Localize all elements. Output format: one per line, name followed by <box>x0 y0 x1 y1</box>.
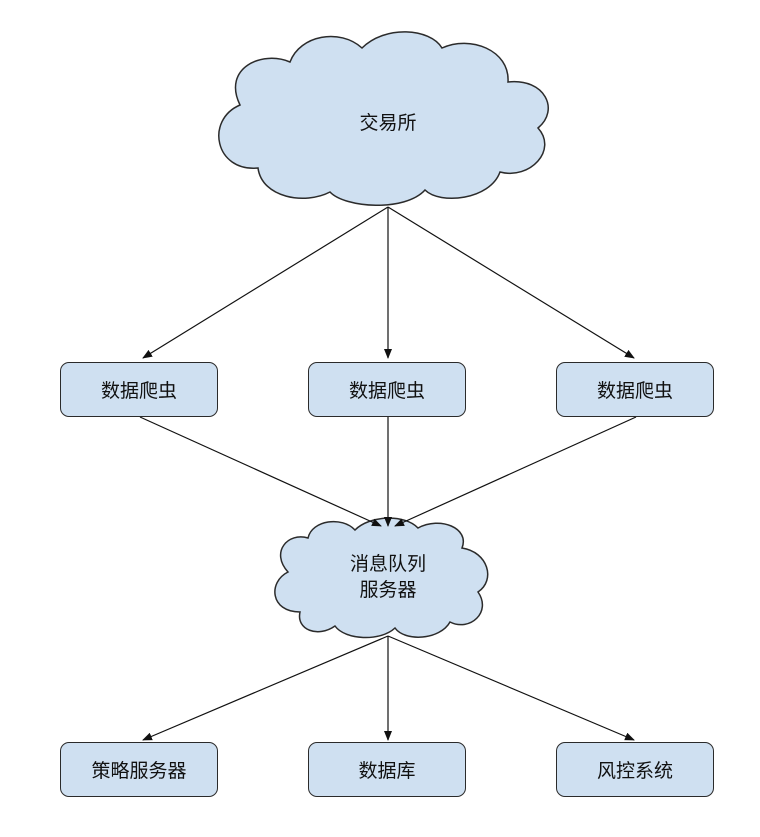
mq-label: 消息队列 服务器 <box>318 551 458 603</box>
crawler-node-1: 数据爬虫 <box>60 362 218 417</box>
edge-exchange-to-crawler-3 <box>387 206 635 359</box>
exchange-label: 交易所 <box>359 112 417 134</box>
edge-mq-to-strategy-server <box>142 635 389 741</box>
edge-crawler-1-to-mq <box>139 416 382 527</box>
mq-label-line-1: 消息队列 <box>349 553 426 575</box>
edge-crawler-3-to-mq <box>394 416 637 527</box>
exchange-cloud-shape <box>218 31 549 206</box>
database-node: 数据库 <box>308 742 466 797</box>
mq-cloud-shape <box>274 517 489 639</box>
mq-label-line-2: 服务器 <box>359 579 417 601</box>
strategy-server-node: 策略服务器 <box>60 742 218 797</box>
crawler-node-3: 数据爬虫 <box>556 362 714 417</box>
crawler-node-2: 数据爬虫 <box>308 362 466 417</box>
risk-control-node: 风控系统 <box>556 742 714 797</box>
edge-exchange-to-crawler-1 <box>142 206 389 359</box>
edge-mq-to-risk-control <box>387 635 635 741</box>
